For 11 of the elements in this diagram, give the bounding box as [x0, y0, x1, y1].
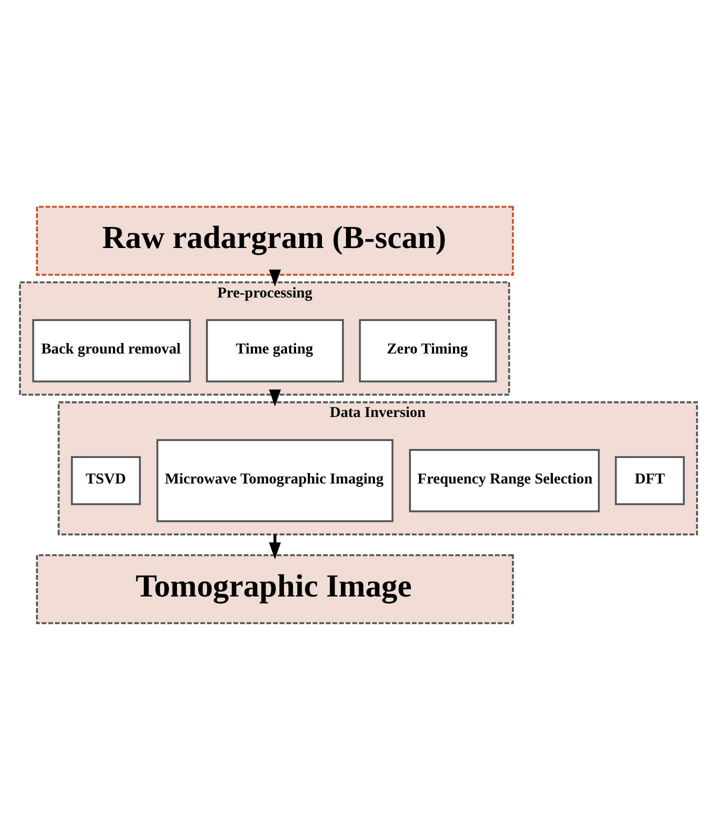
node-box: Tomographic Image: [36, 554, 514, 624]
node-box: TSVD: [70, 456, 141, 506]
node-box: Time gating: [206, 319, 344, 382]
node-box: Back ground removal: [32, 319, 191, 382]
node-box: Microwave Tomographic Imaging: [156, 439, 394, 522]
arrow: [268, 270, 281, 287]
node-box: Frequency Range Selection: [409, 449, 600, 512]
arrow: [268, 390, 281, 407]
node-box: DFT: [614, 456, 685, 506]
node-box: Zero Timing: [358, 319, 497, 382]
arrow: [268, 534, 281, 560]
